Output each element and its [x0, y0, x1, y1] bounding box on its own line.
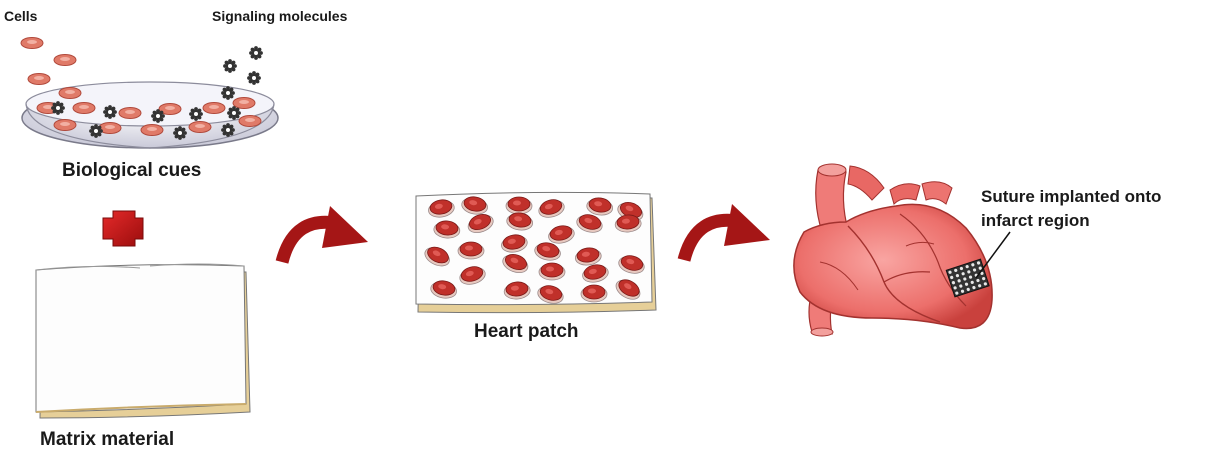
plus-icon	[103, 211, 143, 246]
cells-icon	[21, 38, 81, 99]
signaling-molecule	[189, 107, 203, 121]
cell	[189, 122, 211, 133]
signaling-molecule	[227, 106, 241, 120]
cell	[28, 74, 50, 85]
patch-cell	[581, 285, 607, 302]
signaling-molecule	[221, 123, 235, 137]
biological-cues-label: Biological cues	[62, 160, 201, 182]
heart-patch-icon	[416, 192, 656, 312]
cell	[59, 88, 81, 99]
cell	[203, 103, 225, 114]
patch-cell	[458, 242, 484, 259]
cell	[54, 55, 76, 66]
signaling-molecule	[51, 101, 65, 115]
signaling-molecule	[151, 109, 165, 123]
signaling-molecule	[221, 86, 235, 100]
curved-arrow-icon	[684, 204, 770, 260]
patch-cell	[506, 197, 532, 214]
cell	[239, 116, 261, 127]
suture-label-line2: infarct region	[981, 211, 1090, 231]
curved-arrow-icon	[282, 206, 368, 262]
cell	[54, 120, 76, 131]
signaling-molecules-label: Signaling molecules	[212, 8, 347, 24]
patch-cell	[539, 263, 565, 280]
signaling-molecule	[223, 59, 237, 73]
heart-icon	[794, 164, 1010, 336]
signaling-molecule	[103, 105, 117, 119]
matrix-sheet-icon	[36, 264, 250, 418]
cell	[141, 125, 163, 136]
signaling-molecule	[173, 126, 187, 140]
signaling-molecule	[247, 71, 261, 85]
cell	[233, 98, 255, 109]
heart-patch-label: Heart patch	[474, 321, 579, 343]
signaling-molecule	[89, 124, 103, 138]
cells-label: Cells	[4, 8, 37, 24]
matrix-material-label: Matrix material	[40, 429, 174, 451]
signaling-molecule	[249, 46, 263, 60]
cell	[21, 38, 43, 49]
cell	[73, 103, 95, 114]
cell	[119, 108, 141, 119]
suture-label-line1: Suture implanted onto	[981, 187, 1161, 207]
